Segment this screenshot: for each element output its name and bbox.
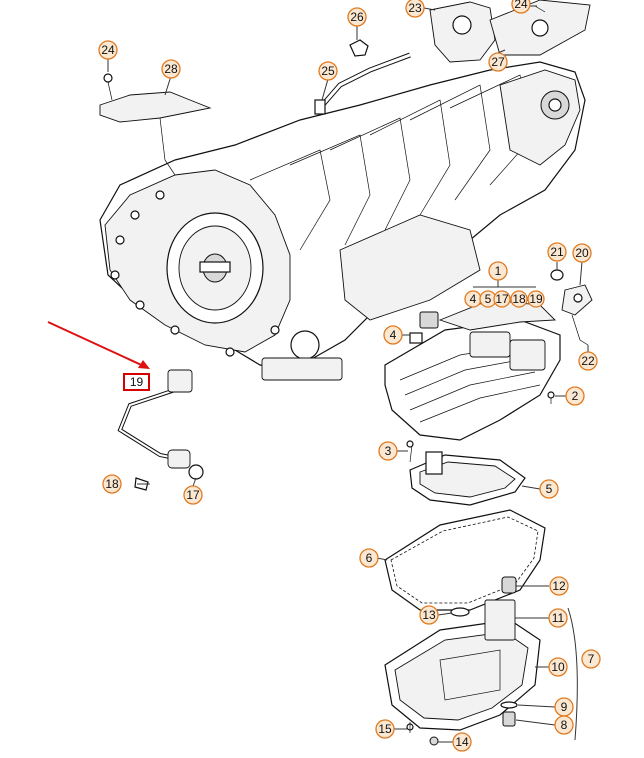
callout-number: 21 [550, 245, 564, 259]
crossmember-27 [489, 0, 591, 56]
callout-12: 12 [549, 576, 569, 596]
callout-number: 22 [581, 354, 595, 368]
callout-9: 9 [554, 697, 574, 717]
callout-6: 6 [359, 548, 379, 568]
callout-11: 11 [548, 608, 568, 628]
seal-9 [500, 701, 518, 709]
transmission-housing [99, 61, 586, 381]
callout-27: 27 [488, 52, 508, 72]
callout-number: 18 [105, 477, 119, 491]
callout-13: 13 [419, 605, 439, 625]
callout-25: 25 [318, 61, 338, 81]
callout-number: 5 [546, 482, 553, 496]
seal-13 [450, 607, 470, 617]
callout-number: 6 [366, 551, 373, 565]
callout-20: 20 [572, 243, 592, 263]
callout-number: 18 [512, 292, 526, 306]
callout-4: 4 [383, 325, 403, 345]
callout-number: 17 [495, 292, 509, 306]
drain-plug-8 [502, 711, 516, 727]
callout-number: 17 [186, 488, 200, 502]
callout-28: 28 [161, 59, 181, 79]
red-arrow [47, 321, 150, 369]
callout-number: 27 [491, 55, 505, 69]
callout-18: 18 [102, 474, 122, 494]
callout-number: 7 [588, 652, 595, 666]
selector-lever-group [550, 261, 593, 352]
callout-number: 14 [455, 735, 469, 749]
filter-5 [409, 451, 526, 506]
callout-23: 23 [405, 0, 425, 18]
callout-3: 3 [378, 441, 398, 461]
bolt-15 [406, 722, 414, 733]
bolt-24-top [534, 5, 546, 13]
callout-number: 3 [385, 444, 392, 458]
callout-number: 2 [572, 389, 579, 403]
clip-26 [349, 39, 369, 57]
callout-number: 24 [514, 0, 528, 11]
callout-24-top: 24 [511, 0, 531, 14]
callout-group-1-parts: 4 5 17 18 19 [464, 290, 545, 308]
callout-number: 15 [378, 722, 392, 736]
callout-26: 26 [347, 7, 367, 27]
callout-number: 4 [470, 292, 477, 306]
oil-pan-10 [384, 619, 541, 731]
callout-number: 20 [575, 246, 589, 260]
callout-5: 5 [539, 479, 559, 499]
callout-number: 24 [101, 43, 115, 57]
bolt-14 [429, 736, 439, 746]
callout-22: 22 [578, 351, 598, 371]
callout-number: 10 [551, 660, 565, 674]
valve-body [384, 299, 561, 463]
callout-14: 14 [452, 732, 472, 752]
bracket-28 [99, 91, 212, 176]
highlight-label-19: 19 [123, 373, 150, 391]
callout-7: 7 [581, 649, 601, 669]
callout-number: 26 [350, 10, 364, 24]
leader-lines [107, 5, 566, 743]
callout-17: 17 [183, 485, 203, 505]
callout-number: 19 [529, 292, 543, 306]
callout-number: 11 [552, 611, 565, 625]
callout-8: 8 [554, 715, 574, 735]
bracket-7 [567, 607, 578, 741]
callout-10: 10 [548, 657, 568, 677]
callout-number: 23 [408, 1, 422, 15]
callout-number: 13 [422, 608, 436, 622]
callout-2: 2 [565, 386, 585, 406]
wiring-harness-19 [117, 369, 204, 491]
callout-number: 9 [561, 700, 568, 714]
highlight-label-text: 19 [130, 375, 144, 389]
breather-pipe-25 [314, 52, 411, 115]
callout-number: 28 [164, 62, 178, 76]
callout-number: 1 [495, 264, 502, 278]
callout-24-left: 24 [98, 40, 118, 60]
gasket-6 [384, 509, 546, 611]
callout-21: 21 [547, 242, 567, 262]
callout-number: 12 [552, 579, 566, 593]
callout-15: 15 [375, 719, 395, 739]
filler-plug-12 [501, 576, 517, 594]
callout-number: 8 [561, 718, 568, 732]
callout-number: 25 [321, 64, 335, 78]
callout-number: 4 [390, 328, 397, 342]
callout-number: 5 [485, 292, 492, 306]
overflow-tube-11 [484, 599, 516, 641]
bolt-24-left [103, 73, 113, 101]
callout-1: 1 [488, 261, 508, 281]
mount-23 [429, 1, 496, 63]
